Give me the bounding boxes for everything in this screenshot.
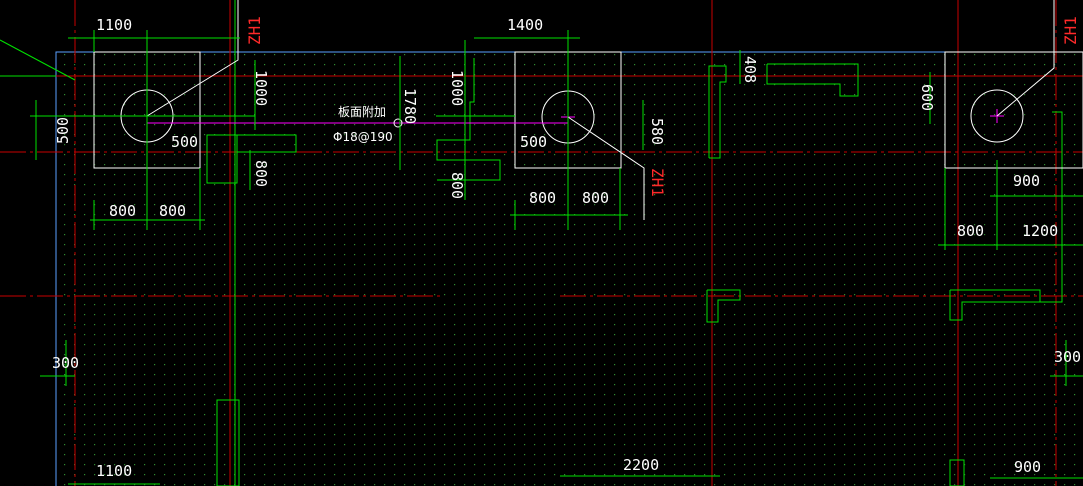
slab-hatch [56, 52, 1083, 486]
dim-text: 1100 [96, 462, 132, 480]
dim-text: 1200 [1022, 222, 1058, 240]
pile-cap-3[interactable] [944, 0, 1083, 169]
dim-text: 1000 [252, 70, 270, 106]
dim-text: 500 [520, 133, 547, 151]
dim-text: 800 [159, 202, 186, 220]
pile-leader [146, 0, 239, 117]
dim-text: 900 [1013, 172, 1040, 190]
dim-text: 800 [109, 202, 136, 220]
dim-text: 800 [252, 160, 270, 187]
dim-text: 1400 [507, 16, 543, 34]
dim-text: 500 [171, 133, 198, 151]
slab-edge-line [55, 51, 1083, 486]
dim-text: 600 [918, 84, 936, 111]
dim-text: 300 [52, 354, 79, 372]
dim-text: 1000 [448, 70, 466, 106]
pile-circle [970, 89, 1024, 143]
pile-leader [567, 116, 645, 220]
pile-tag: ZH1 [245, 16, 264, 45]
dim-text: 800 [529, 189, 556, 207]
dim-text: 1780 [401, 88, 419, 124]
dim-text: 408 [741, 56, 759, 83]
dim-text: 800 [448, 172, 466, 199]
dim-text: 2200 [623, 456, 659, 474]
dimension-lines [0, 30, 1083, 485]
dim-text: 900 [1014, 458, 1041, 476]
dim-text: 800 [957, 222, 984, 240]
rebar-note-line1: 板面附加 [338, 105, 386, 119]
dim-text: 800 [582, 189, 609, 207]
dim-text: 580 [648, 118, 666, 145]
rebar-note-line2: Φ18@190 [333, 130, 393, 144]
rebar-line[interactable] [147, 118, 568, 128]
pile-leader [996, 0, 1055, 117]
pile-tag: ZH1 [648, 168, 667, 197]
dim-text: 1100 [96, 16, 132, 34]
dim-text: 500 [54, 117, 72, 144]
pile-tag: ZH1 [1061, 16, 1080, 45]
dim-text: 300 [1054, 348, 1081, 366]
